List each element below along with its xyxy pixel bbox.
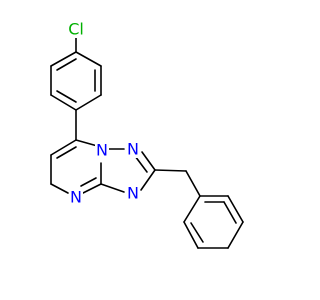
bond (141, 151, 156, 171)
atom-labels: Cl N N N N (64, 20, 140, 207)
bond (50, 183, 69, 194)
bond (56, 90, 77, 103)
bond (50, 51, 77, 67)
bond (183, 195, 201, 223)
bond (140, 169, 156, 191)
molecule-structure-canvas: Cl N N N N (50, 20, 244, 249)
pyrimidine-nitrogen-label: N (70, 188, 82, 207)
triazole-ring (100, 148, 156, 193)
bond (82, 183, 102, 194)
pyrimidine-ring (50, 139, 102, 194)
bond (50, 94, 77, 111)
bond (80, 177, 97, 187)
bond (50, 139, 77, 156)
chlorophenyl-ring (50, 37, 102, 111)
bond (183, 221, 199, 249)
bond (75, 94, 102, 111)
bond (56, 58, 77, 71)
chlorine-atom-label: Cl (68, 20, 84, 39)
bond (223, 201, 237, 224)
bond (134, 155, 148, 173)
bond (154, 169, 187, 172)
bridgehead-nitrogen-label: N (96, 141, 108, 160)
bond (56, 146, 77, 159)
molecule-structure-diagram: Cl N N N N (50, 20, 244, 249)
triazole-nitrogen-4-label: N (127, 184, 139, 203)
bond (190, 222, 204, 243)
bond (100, 183, 125, 193)
bond (227, 221, 244, 249)
bond (227, 195, 244, 223)
benzyl-phenyl-ring (183, 195, 244, 249)
triazole-nitrogen-2-label: N (127, 140, 139, 159)
bond (185, 170, 201, 197)
bond (75, 51, 102, 67)
